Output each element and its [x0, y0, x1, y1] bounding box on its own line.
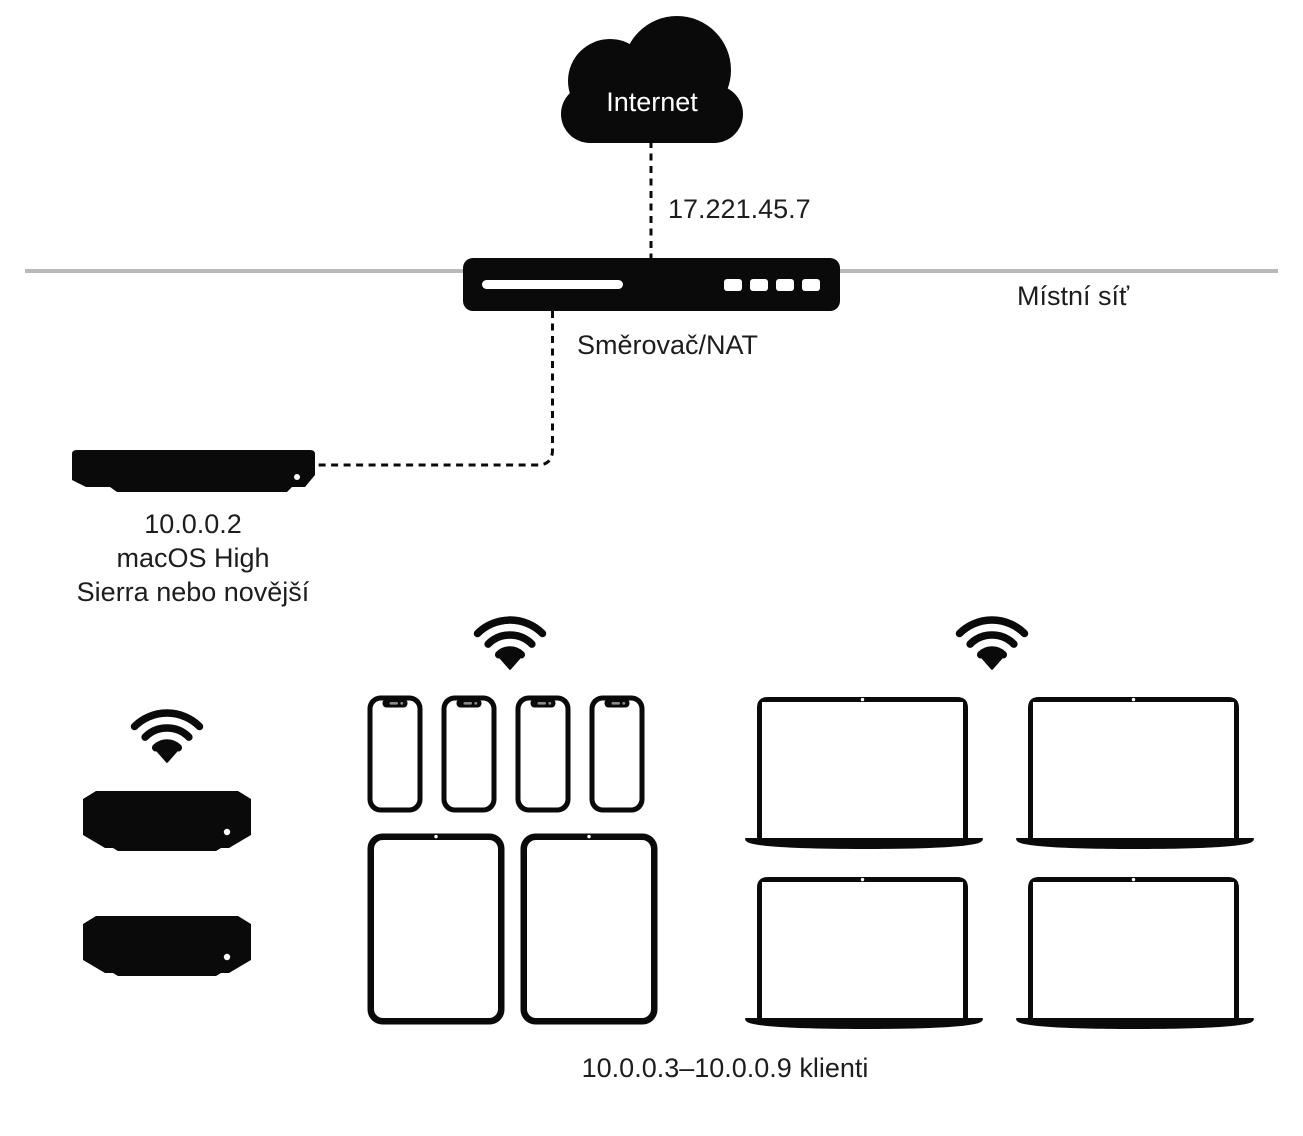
wan-connector-line	[649, 141, 653, 260]
iphone-device-icon	[515, 695, 571, 813]
macbook-device-icon	[744, 877, 984, 1030]
server-label: 10.0.0.2 macOS High Sierra nebo novější	[50, 507, 336, 609]
wan-ip-label: 17.221.45.7	[668, 194, 811, 224]
mac-mini-device-icon	[82, 915, 252, 977]
wifi-icon	[130, 709, 204, 763]
macbook-device-icon	[1015, 697, 1255, 850]
mac-mini-group	[82, 790, 252, 977]
wifi-icon	[473, 616, 547, 670]
ipad-group	[367, 833, 658, 1025]
iphone-group	[367, 695, 645, 813]
ipad-device-icon	[520, 833, 658, 1025]
server-connector-line	[312, 311, 554, 467]
macbook-device-icon	[744, 697, 984, 850]
server-os-line1: macOS High	[116, 543, 270, 573]
server-mac-mini-icon	[72, 450, 315, 492]
macbook-device-icon	[1015, 877, 1255, 1030]
macbook-group	[744, 697, 1259, 1030]
clients-range-label: 10.0.0.3–10.0.0.9 klienti	[581, 1053, 869, 1083]
internet-cloud-icon	[561, 16, 743, 143]
ipad-device-icon	[367, 833, 505, 1025]
wifi-icon	[955, 616, 1029, 670]
router-label: Směrovač/NAT	[577, 330, 759, 360]
mac-mini-device-icon	[82, 790, 252, 852]
iphone-device-icon	[367, 695, 423, 813]
local-network-label: Místní síť	[1017, 281, 1130, 311]
server-ip: 10.0.0.2	[144, 509, 242, 539]
server-os-line2: Sierra nebo novější	[76, 577, 310, 607]
iphone-device-icon	[441, 695, 497, 813]
router-device-icon	[463, 258, 840, 311]
iphone-device-icon	[589, 695, 645, 813]
internet-label: Internet	[606, 87, 698, 117]
